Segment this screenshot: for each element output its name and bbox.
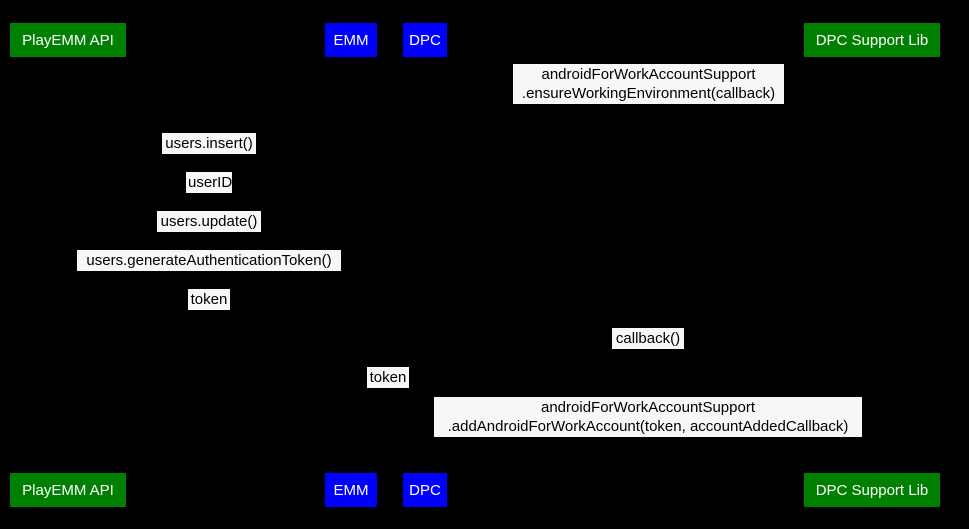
message-label-add-android-for-work-account: androidForWorkAccountSupport .addAndroid…: [434, 397, 862, 437]
message-label-users-update: users.update(): [157, 211, 261, 232]
participant-top-dpc-support-lib[interactable]: DPC Support Lib: [804, 23, 940, 57]
participant-bottom-emm[interactable]: EMM: [325, 473, 377, 507]
message-label-ensure-working-environment: androidForWorkAccountSupport .ensureWork…: [513, 64, 784, 104]
participant-bottom-playemm-api[interactable]: PlayEMM API: [10, 473, 126, 507]
message-label-users-generate-authentication-token: users.generateAuthenticationToken(): [77, 250, 341, 271]
participant-top-emm[interactable]: EMM: [325, 23, 377, 57]
message-label-users-insert: users.insert(): [162, 133, 256, 154]
participant-bottom-dpc[interactable]: DPC: [403, 473, 447, 507]
message-label-user-id: userID: [186, 172, 233, 193]
message-label-token-to-emm: token: [188, 289, 230, 310]
message-label-token-to-dpc: token: [367, 367, 409, 388]
participant-top-dpc[interactable]: DPC: [403, 23, 447, 57]
message-label-callback: callback(): [612, 328, 684, 349]
participant-bottom-dpc-support-lib[interactable]: DPC Support Lib: [804, 473, 940, 507]
participant-top-playemm-api[interactable]: PlayEMM API: [10, 23, 126, 57]
